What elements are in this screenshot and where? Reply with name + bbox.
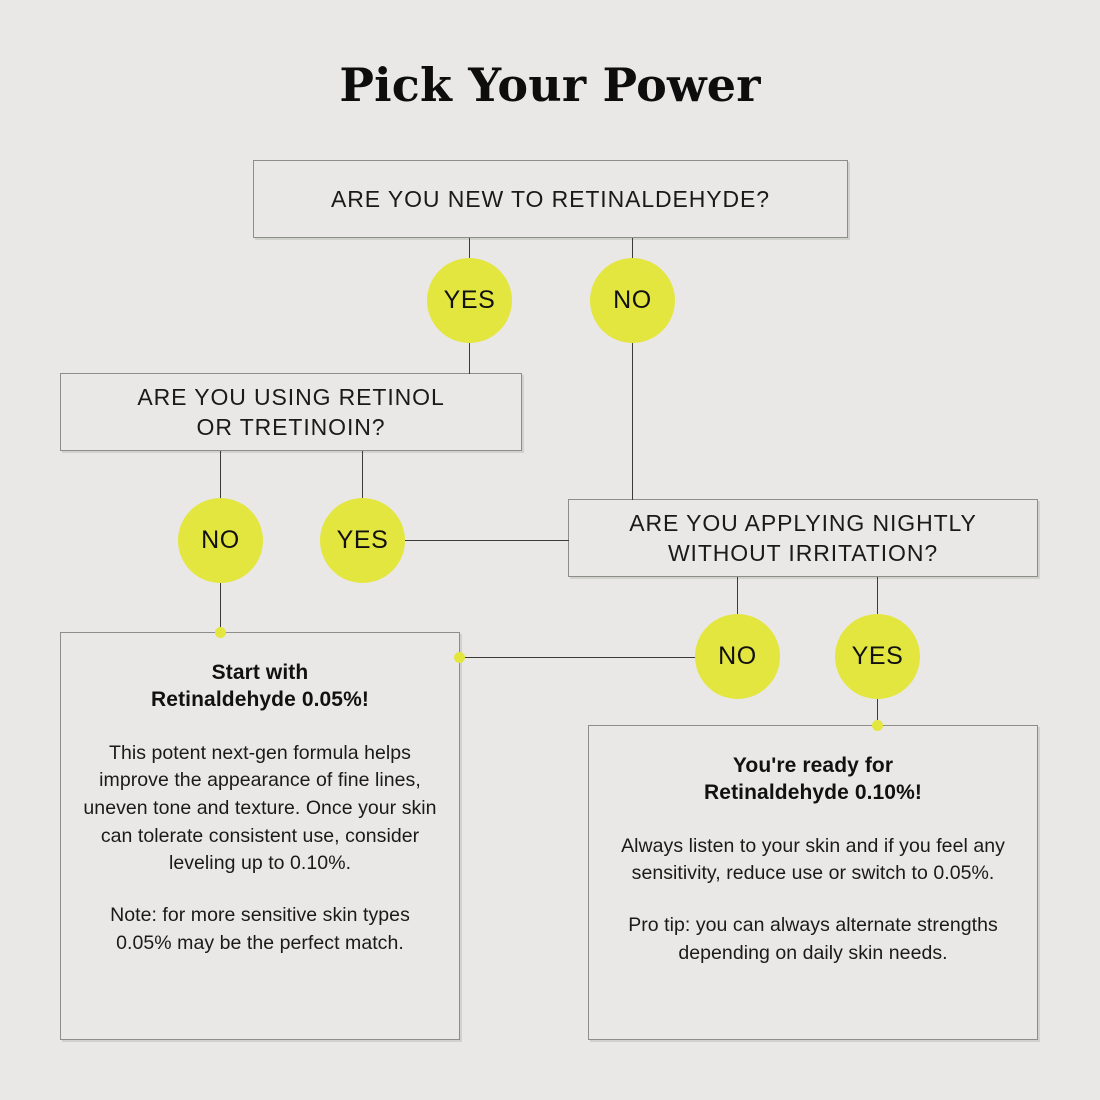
question-2-text: ARE YOU USING RETINOL OR TRETINOIN? (137, 382, 444, 443)
connector-no2-to-result-left (220, 583, 222, 633)
question-3-line-1: ARE YOU APPLYING NIGHTLY (629, 509, 977, 536)
answer-label-no-q3: NO (718, 642, 757, 670)
connector-q2-to-no2 (220, 451, 222, 500)
answer-label-yes-q2: YES (336, 526, 389, 554)
answer-label-no-q1: NO (613, 286, 652, 314)
result-right-paragraph-1: Always listen to your skin and if you fe… (621, 834, 1005, 885)
result-left-heading-line-1: Start with (211, 661, 309, 684)
question-2-line-2: OR TRETINOIN? (196, 414, 386, 440)
result-right-heading-line-2: Retinaldehyde 0.10%! (704, 781, 922, 805)
question-box-new-to-retinaldehyde[interactable]: ARE YOU NEW TO RETINALDEHYDE? (253, 160, 848, 238)
answer-label-yes-q1: YES (443, 286, 496, 314)
connector-q1-to-yes1 (469, 238, 471, 260)
result-right-heading: You're ready for Retinaldehyde 0.10%! (611, 752, 1015, 807)
connector-dot-no2-result-left (215, 627, 226, 638)
question-1-text: ARE YOU NEW TO RETINALDEHYDE? (331, 185, 770, 212)
connector-yes1-to-q2 (469, 343, 471, 374)
page-title: Pick Your Power (339, 58, 761, 112)
connector-q2-to-yes2 (362, 451, 364, 500)
result-left-paragraph-2: Note: for more sensitive skin types 0.05… (110, 904, 410, 954)
connector-q3-to-no3 (737, 577, 739, 616)
connector-q3-to-yes3 (877, 577, 879, 616)
result-right-heading-line-1: You're ready for (732, 754, 894, 777)
result-box-retinaldehyde-005[interactable]: Start with Retinaldehyde 0.05%! This pot… (60, 632, 460, 1040)
connector-dot-no3-result-left (454, 652, 465, 663)
connector-yes2-to-q3 (405, 540, 569, 542)
question-2-line-1: ARE YOU USING RETINOL (137, 383, 445, 410)
answer-label-no-q2: NO (201, 526, 240, 554)
answer-circle-no-q1[interactable]: NO (590, 258, 675, 343)
connector-no3-to-result-left (459, 657, 698, 659)
connector-no1-to-q3 (632, 343, 634, 500)
result-left-heading-line-2: Retinaldehyde 0.05%! (151, 688, 369, 712)
answer-label-yes-q3: YES (851, 642, 904, 670)
connector-dot-yes3-result-right (872, 720, 883, 731)
answer-circle-yes-q2[interactable]: YES (320, 498, 405, 583)
answer-circle-no-q2[interactable]: NO (178, 498, 263, 583)
connector-yes3-to-result-right (877, 699, 879, 726)
question-3-text: ARE YOU APPLYING NIGHTLY WITHOUT IRRITAT… (629, 508, 977, 569)
result-left-paragraph-1: This potent next-gen formula helps impro… (83, 741, 437, 875)
answer-circle-yes-q1[interactable]: YES (427, 258, 512, 343)
question-box-applying-nightly-without-irritation[interactable]: ARE YOU APPLYING NIGHTLY WITHOUT IRRITAT… (568, 499, 1038, 577)
connector-q1-to-no1 (632, 238, 634, 260)
answer-circle-yes-q3[interactable]: YES (835, 614, 920, 699)
result-box-retinaldehyde-010[interactable]: You're ready for Retinaldehyde 0.10%! Al… (588, 725, 1038, 1040)
question-3-line-2: WITHOUT IRRITATION? (667, 540, 939, 566)
question-box-using-retinol-or-tretinoin[interactable]: ARE YOU USING RETINOL OR TRETINOIN? (60, 373, 522, 451)
answer-circle-no-q3[interactable]: NO (695, 614, 780, 699)
result-left-heading: Start with Retinaldehyde 0.05%! (83, 659, 437, 714)
result-right-paragraph-2: Pro tip: you can always alternate streng… (628, 913, 998, 964)
